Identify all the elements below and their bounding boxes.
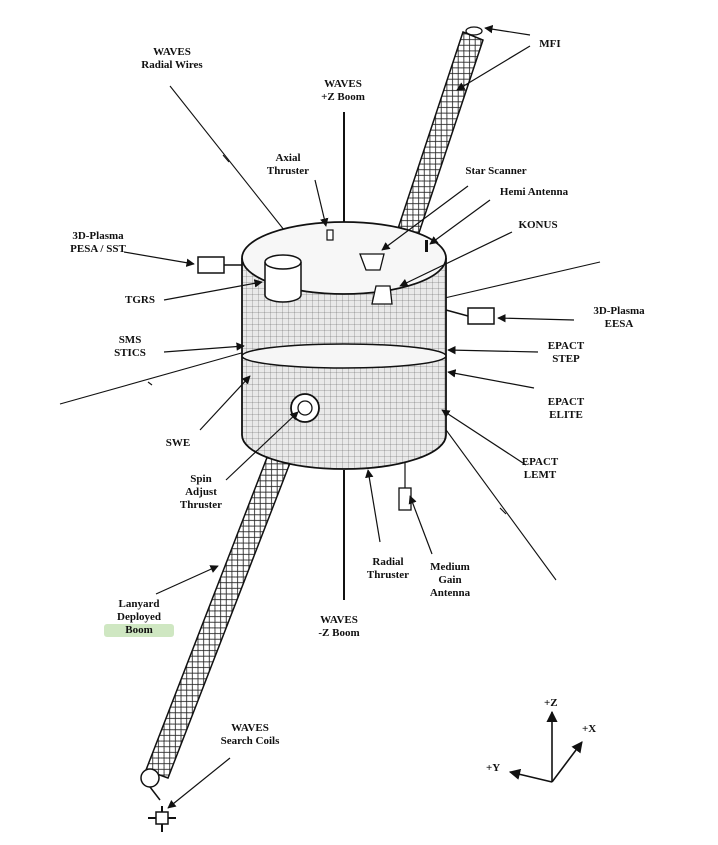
label-konus: KONUS (518, 219, 558, 231)
label-mfi: MFI (539, 38, 561, 50)
pesa-sst-instrument (197, 256, 242, 274)
label-waves-minus-z-boom: WAVES-Z Boom (318, 614, 360, 639)
label-tgrs: TGRS (125, 294, 155, 306)
radial-wires (59, 85, 601, 581)
axis-label-y: +Y (486, 762, 501, 774)
label-swe: SWE (165, 437, 191, 449)
label-hemi-antenna: Hemi Antenna (499, 186, 569, 198)
axes-icon (508, 710, 583, 783)
eesa-instrument (445, 307, 495, 325)
label-star-scanner: Star Scanner (465, 165, 527, 177)
search-coils-icon (148, 806, 176, 832)
leader-arrows (123, 25, 575, 809)
label-waves-plus-z-boom: WAVES+Z Boom (321, 78, 365, 103)
axis-label-x: +X (582, 723, 597, 735)
axis-label-z: +Z (544, 697, 558, 709)
